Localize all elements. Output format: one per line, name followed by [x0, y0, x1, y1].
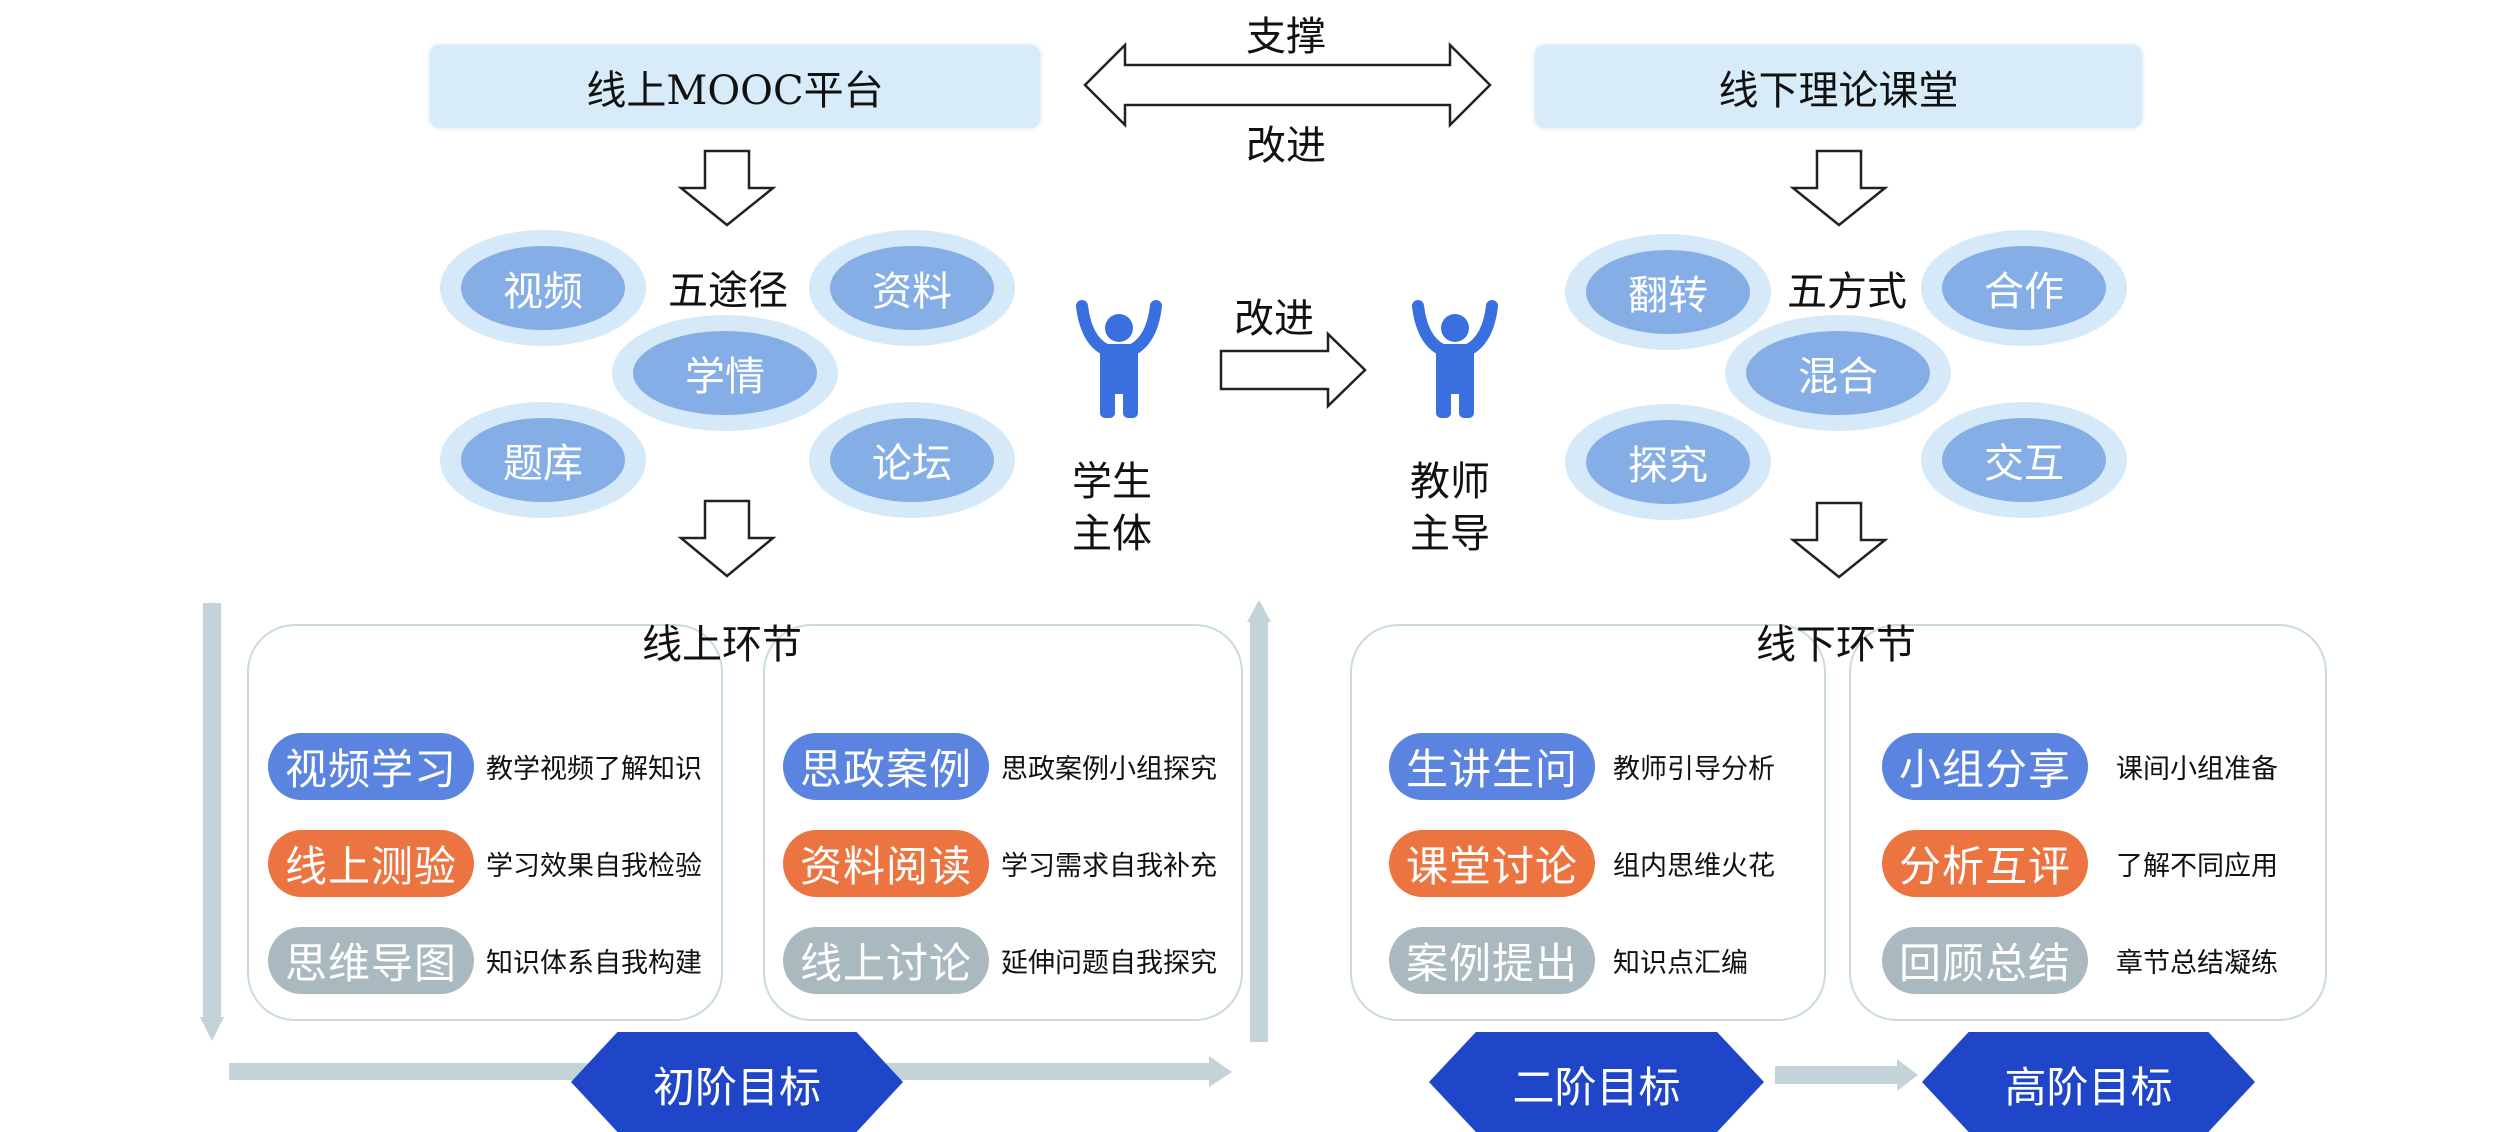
offline-row: 课堂讨论 组内思维火花	[1389, 830, 1775, 897]
online-desc: 教学视频了解知识	[486, 754, 702, 785]
online-desc: 学习需求自我补充	[1001, 851, 1217, 882]
online-mooc-platform-box: 线上MOOC平台	[430, 45, 1040, 128]
student-label-line2: 主体	[1072, 511, 1152, 557]
five-modes-title: 五方式	[1787, 269, 1907, 315]
teacher-label-line1: 教师	[1410, 459, 1490, 505]
path-label: 视频	[461, 246, 625, 330]
right-arrow-icon	[1219, 331, 1367, 409]
teacher-label-line2: 主导	[1410, 511, 1490, 557]
path-ellipse-forum: 论坛	[809, 402, 1015, 518]
online-tag-reading: 资料阅读	[783, 830, 989, 897]
goal-primary-label: 初阶目标	[652, 1063, 821, 1112]
offline-row: 小组分享 课间小组准备	[1882, 733, 2278, 800]
offline-desc: 教师引导分析	[1613, 754, 1775, 785]
path-label: 题库	[461, 418, 625, 502]
down-flow-arrow-icon	[200, 603, 224, 1041]
offline-desc: 了解不同应用	[2116, 851, 2278, 882]
offline-row: 生讲生问 教师引导分析	[1389, 733, 1775, 800]
offline-desc: 知识点汇编	[1613, 948, 1748, 979]
down-arrow-icon	[1789, 149, 1889, 227]
path-ellipse-question-bank: 题库	[440, 402, 646, 518]
down-arrow-icon	[677, 499, 777, 578]
student-label-line1: 学生	[1072, 459, 1152, 505]
online-row: 资料阅读 学习需求自我补充	[783, 830, 1217, 897]
five-paths-title: 五途径	[668, 268, 788, 314]
mode-ellipse-inquiry: 探究	[1565, 404, 1771, 520]
offline-desc: 章节总结凝练	[2116, 948, 2278, 979]
online-desc: 延伸问题自我探究	[1001, 948, 1217, 979]
offline-tag-review-summary: 回顾总结	[1882, 927, 2088, 994]
path-ellipse-video: 视频	[440, 230, 646, 346]
path-ellipse-learning-status: 学情	[612, 315, 838, 431]
mode-label: 翻转	[1586, 250, 1750, 334]
online-desc: 学习效果自我检验	[486, 851, 702, 882]
mode-ellipse-interaction: 交互	[1921, 402, 2127, 518]
online-row: 思政案例 思政案例小组探究	[783, 733, 1217, 800]
down-arrow-icon	[677, 149, 777, 227]
online-tag-video-study: 视频学习	[268, 733, 474, 800]
path-label: 论坛	[830, 418, 994, 502]
down-arrow-icon	[1789, 501, 1889, 579]
path-label: 学情	[633, 331, 817, 415]
mode-ellipse-blended: 混合	[1725, 315, 1951, 431]
online-tag-quiz: 线上测验	[268, 830, 474, 897]
online-row: 线上讨论 延伸问题自我探究	[783, 927, 1217, 994]
double-arrow-icon	[1083, 41, 1492, 129]
online-row: 视频学习 教学视频了解知识	[268, 733, 702, 800]
offline-desc: 课间小组准备	[2116, 754, 2278, 785]
mode-ellipse-flipped: 翻转	[1565, 234, 1771, 350]
offline-tag-student-lecture: 生讲生问	[1389, 733, 1595, 800]
mode-label: 探究	[1586, 420, 1750, 504]
online-desc: 思政案例小组探究	[1001, 754, 1217, 785]
online-row: 思维导图 知识体系自我构建	[268, 927, 702, 994]
teacher-person-icon	[1412, 300, 1498, 418]
online-mooc-platform-label: 线上MOOC平台	[586, 67, 884, 114]
path-ellipse-materials: 资料	[809, 230, 1015, 346]
student-person-icon	[1076, 300, 1162, 418]
offline-classroom-label: 线下理论课堂	[1718, 67, 1959, 114]
support-label: 支撑	[1246, 14, 1326, 60]
online-tag-discussion: 线上讨论	[783, 927, 989, 994]
goal-flow-arrow-icon	[1775, 1059, 1918, 1091]
offline-section-title: 线下环节	[1756, 622, 1916, 668]
path-label: 资料	[830, 246, 994, 330]
goal-secondary-label: 二阶目标	[1512, 1063, 1681, 1112]
offline-classroom-box: 线下理论课堂	[1535, 45, 2142, 128]
up-flow-arrow-icon	[1247, 600, 1271, 1042]
mode-label: 合作	[1942, 246, 2106, 330]
offline-desc: 组内思维火花	[1613, 851, 1775, 882]
goal-primary: 初阶目标	[571, 1032, 903, 1132]
online-section-title: 线上环节	[642, 622, 802, 668]
improve-label-middle: 改进	[1234, 296, 1314, 342]
offline-tag-group-share: 小组分享	[1882, 733, 2088, 800]
mode-ellipse-cooperation: 合作	[1921, 230, 2127, 346]
goal-secondary: 二阶目标	[1429, 1032, 1764, 1132]
goal-advanced: 高阶目标	[1922, 1032, 2255, 1132]
offline-row: 分析互评 了解不同应用	[1882, 830, 2278, 897]
teacher-lead-label: 教师 主导	[1410, 456, 1490, 560]
student-subject-label: 学生 主体	[1072, 456, 1152, 560]
offline-tag-peer-review: 分析互评	[1882, 830, 2088, 897]
improve-label-top: 改进	[1246, 123, 1326, 169]
mode-label: 交互	[1942, 418, 2106, 502]
offline-tag-class-discussion: 课堂讨论	[1389, 830, 1595, 897]
mode-label: 混合	[1746, 331, 1930, 415]
offline-tag-case-proposal: 案例提出	[1389, 927, 1595, 994]
offline-row: 案例提出 知识点汇编	[1389, 927, 1748, 994]
online-desc: 知识体系自我构建	[486, 948, 702, 979]
online-tag-ideological-case: 思政案例	[783, 733, 989, 800]
goal-advanced-label: 高阶目标	[2004, 1063, 2173, 1112]
offline-row: 回顾总结 章节总结凝练	[1882, 927, 2278, 994]
online-row: 线上测验 学习效果自我检验	[268, 830, 702, 897]
online-tag-mind-map: 思维导图	[268, 927, 474, 994]
